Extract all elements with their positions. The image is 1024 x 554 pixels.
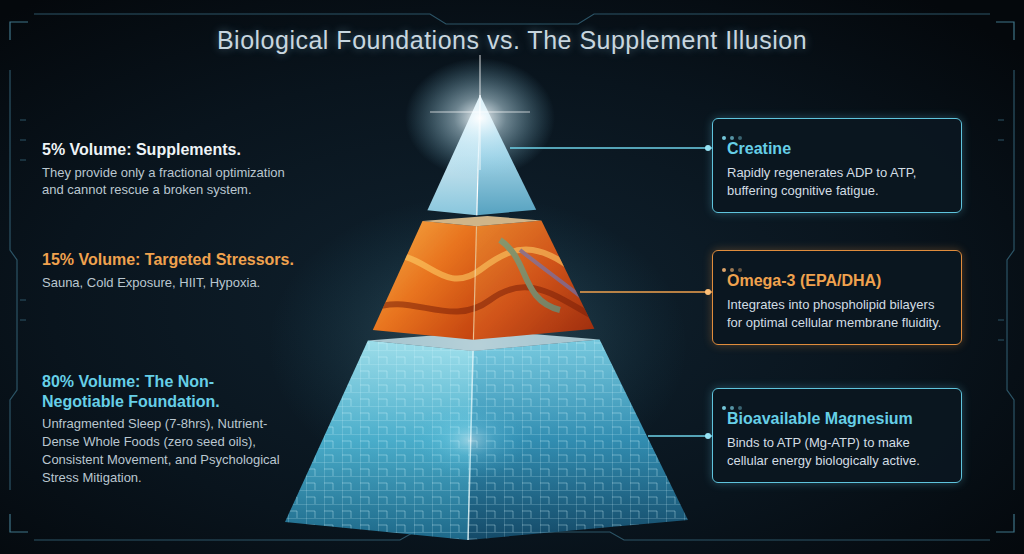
supplement-card: Omega-3 (EPA/DHA) Integrates into phospho…	[712, 250, 962, 345]
leader-line	[648, 435, 712, 436]
lava-swirl	[370, 287, 600, 320]
tier-description: Unfragmented Sleep (7-8hrs), Nutrient-De…	[42, 415, 294, 487]
frame-line	[10, 70, 17, 490]
window-dot	[722, 136, 726, 140]
tier-heading: 5% Volume: Supplements.	[42, 140, 307, 160]
window-dot	[738, 136, 742, 140]
leader-lines	[510, 145, 712, 439]
frame-line	[1007, 70, 1014, 490]
lava-swirl	[520, 250, 585, 300]
window-dot	[738, 406, 742, 410]
card-body: Rapidly regenerates ADP to ATP, bufferin…	[727, 164, 947, 200]
window-dots	[722, 258, 762, 264]
card-title: Creatine	[727, 139, 947, 159]
leader-dot	[705, 289, 711, 295]
tech-frame	[10, 14, 1014, 540]
tier-description: Sauna, Cold Exposure, HIIT, Hypoxia.	[42, 274, 342, 292]
leader-line	[510, 147, 712, 148]
tier-label-group: 80% Volume: The Non-Negotiable Foundatio…	[42, 372, 294, 487]
lava-swirls	[370, 240, 600, 320]
window-dot	[722, 268, 726, 272]
leader-dot	[705, 145, 711, 151]
supplement-card: Bioavailable MagnesiumBinds to ATP (Mg-A…	[712, 388, 962, 483]
stressor-tier	[473, 220, 594, 339]
pyramid	[268, 55, 692, 545]
card-body: Binds to ATP (Mg-ATP) to make cellular e…	[727, 434, 947, 470]
window-dot	[738, 268, 742, 272]
window-dot	[730, 136, 734, 140]
leader-dot	[705, 433, 711, 439]
pyramid-ridge	[473, 226, 476, 339]
tier-heading: 15% Volume: Targeted Stressors.	[42, 250, 342, 270]
frame-line	[34, 14, 990, 24]
tier-top-face	[423, 216, 542, 226]
tier-description: They provide only a fractional optimizat…	[42, 164, 307, 200]
tier-label-group: 5% Volume: Supplements. They provide only…	[42, 140, 307, 199]
window-dot	[730, 268, 734, 272]
tier-label-group: 15% Volume: Targeted Stressors. Sauna, Co…	[42, 250, 342, 291]
diagram-title: Biological Foundations vs. The Supplemen…	[0, 26, 1024, 55]
card-title: Omega-3 (EPA/DHA)	[727, 271, 947, 291]
corner-bracket	[10, 22, 1014, 532]
window-dot	[722, 406, 726, 410]
circuit-grid	[280, 335, 692, 545]
window-dots	[722, 396, 762, 402]
window-dots	[722, 126, 762, 132]
leader-line	[580, 291, 712, 292]
supplement-card: CreatineRapidly regenerates ADP to ATP, …	[712, 118, 962, 213]
card-body: Integrates into phospholipid bilayers fo…	[727, 296, 947, 332]
light-flare	[430, 55, 530, 170]
core-glow	[410, 400, 530, 480]
tier-heading: 80% Volume: The Non-Negotiable Foundatio…	[42, 372, 294, 411]
window-dot	[730, 406, 734, 410]
card-title: Bioavailable Magnesium	[727, 409, 947, 429]
